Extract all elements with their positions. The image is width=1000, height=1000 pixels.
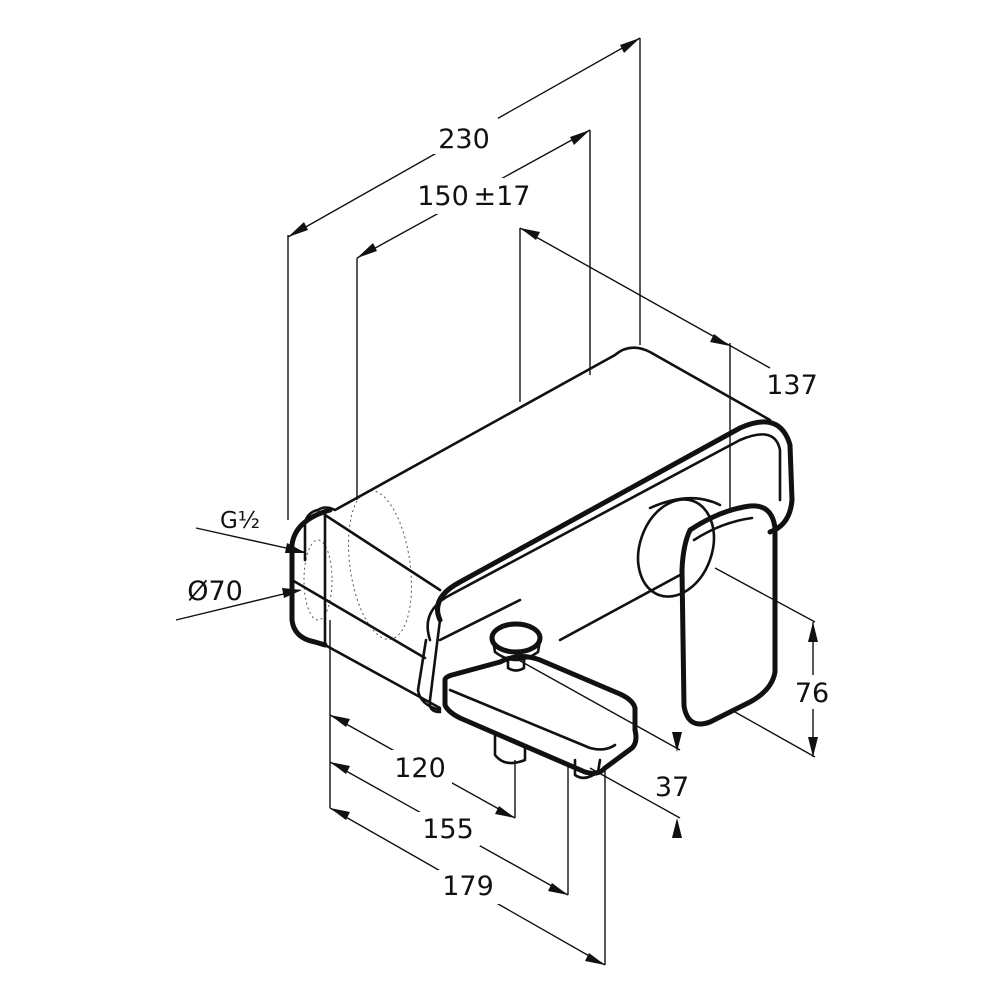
dim-label-37: 37: [655, 772, 689, 803]
dim-76: 76: [714, 567, 838, 758]
dim-37: 37: [514, 657, 689, 838]
arrow-head: [548, 883, 568, 895]
arrow-head: [330, 715, 350, 727]
arrow-head: [808, 737, 818, 757]
dim-label-tolerance: ±17: [474, 181, 531, 212]
arrow-head: [357, 243, 377, 258]
dim-120: 120: [329, 714, 516, 819]
arrow-head: [570, 130, 590, 145]
arrow-head: [710, 334, 730, 346]
thread-label: G½: [220, 508, 260, 534]
dim-155: 155: [329, 761, 569, 896]
arrow-head: [330, 762, 350, 774]
arrow-head: [330, 808, 350, 820]
arrow-head: [672, 818, 682, 838]
arrow-head: [520, 228, 540, 240]
arrow-head: [585, 953, 605, 965]
dim-label-150: 150: [417, 181, 469, 212]
diameter-callout: Ø70: [175, 576, 302, 621]
arrow-head: [808, 622, 818, 642]
mixer-body: [289, 346, 795, 780]
arrow-head: [285, 543, 306, 553]
dim-label-179: 179: [442, 871, 494, 902]
arrow-head: [672, 732, 682, 752]
diameter-label: Ø70: [187, 576, 243, 607]
arrow-head: [288, 222, 308, 237]
dim-label-155: 155: [422, 814, 474, 845]
dim-label-137: 137: [766, 370, 818, 401]
dim-230: 230: [287, 37, 641, 238]
thread-callout: G½: [195, 508, 306, 553]
extension-lines: [287, 38, 731, 965]
dim-179: 179: [329, 807, 606, 966]
dim-label-76: 76: [795, 678, 829, 709]
arrow-head: [495, 806, 515, 818]
dim-label-120: 120: [394, 753, 446, 784]
dim-137: 137: [519, 227, 818, 401]
arrow-head: [620, 38, 640, 53]
dim-150: 150 ±17: [356, 129, 591, 259]
dim-label-230: 230: [438, 124, 490, 155]
